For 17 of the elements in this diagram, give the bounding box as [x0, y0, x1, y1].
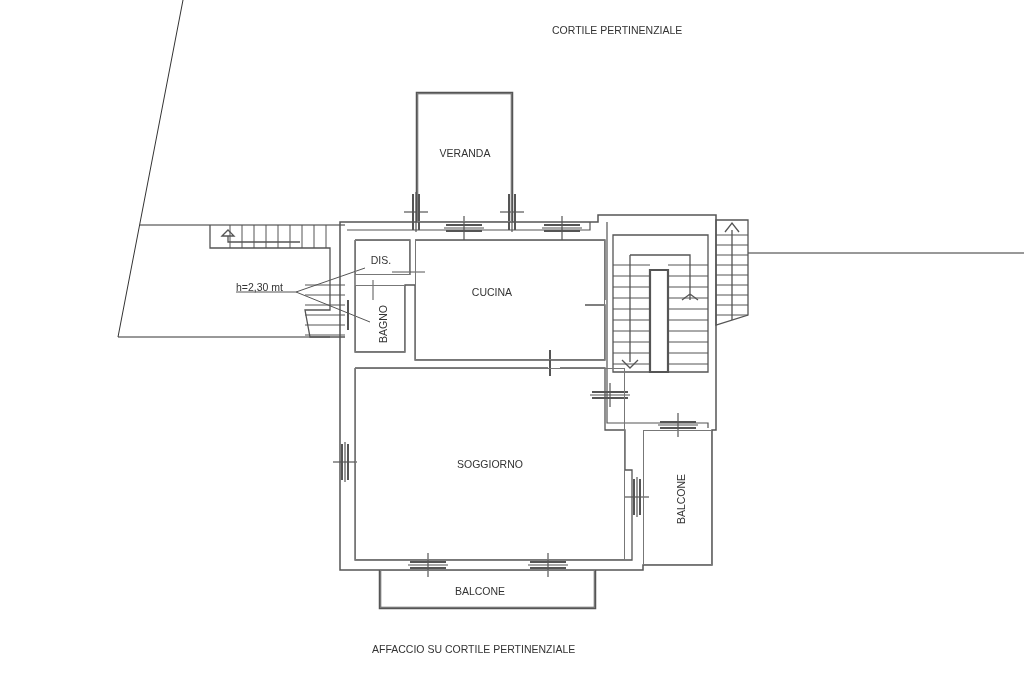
room-name: BALCONE: [675, 473, 687, 525]
room: [417, 93, 512, 222]
room-name: DIS.: [370, 254, 392, 266]
room-name: VERANDA: [439, 147, 491, 159]
height-note: h=2,30 mt: [236, 281, 283, 293]
room: [355, 240, 410, 275]
room-name: BALCONE: [454, 585, 506, 597]
room: [355, 368, 625, 560]
room: [643, 430, 712, 565]
room: [355, 285, 405, 352]
area-label: AFFACCIO SU CORTILE PERTINENZIALE: [372, 643, 576, 655]
room: [415, 240, 605, 360]
room-name: CUCINA: [471, 286, 513, 298]
room: [380, 570, 595, 608]
room-name: BAGNO: [377, 305, 389, 343]
room-name: SOGGIORNO: [457, 458, 523, 470]
area-label: CORTILE PERTINENZIALE: [552, 24, 683, 36]
